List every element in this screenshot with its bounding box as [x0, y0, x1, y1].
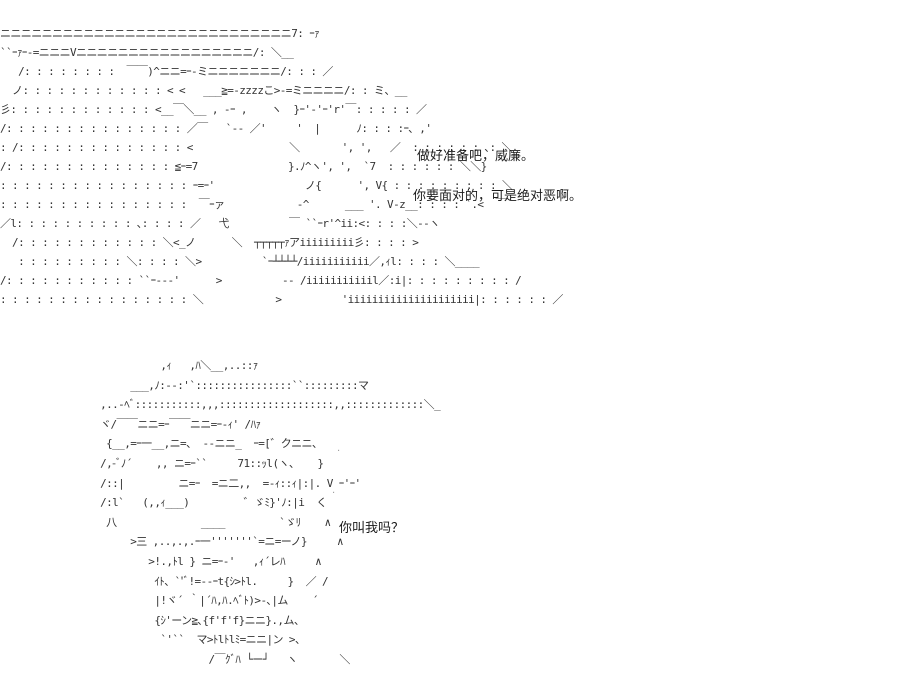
ascii-art-top-line: : /: : : : : : : : : : : : : : < ＼ ', ',… [0, 141, 512, 154]
ascii-art-top-line: 彡: : : : : : : : : : : : <__￣＼__ , -ｰ , … [0, 103, 427, 116]
dot-mark-2: . [332, 485, 336, 496]
ascii-art-bottom-line: /,-ﾞﾉ´ ,, ニ=ｰ`` 71::ｯl(ヽ、 } [70, 456, 324, 470]
dialogue-line-3: 你叫我吗？ [339, 521, 405, 536]
dialogue-line-2: 你要面对的，可是绝对恶啊。 [413, 189, 583, 204]
ascii-art-top-line: ／l: : : : : : : : : : ､: : : : ／ 弋 ￣ ``ｰ… [0, 217, 440, 230]
ascii-art-bottom-line: {ｼ'ーン≧､{f'f'f}ニニ}.,ム、 [70, 613, 305, 627]
ascii-art-bottom-line: ヾ/￣￣ニニ=ｰ￣￣ニニ=ｰ-ｨ' /ﾊｧ [70, 417, 261, 431]
ascii-art-bottom: ,ｨ ,ﾊ＼__,..::ｧ ___,ﾉ:--:'`::::::::::::::… [70, 356, 441, 670]
ascii-art-bottom-line: ,ｨ ,ﾊ＼__,..::ｧ [70, 359, 258, 372]
ascii-art-bottom-line: ,..-ﾍﾞ:::::::::::,,,:::::::::::::::::::,… [70, 398, 441, 412]
ascii-art-top-line: /: : : : : : : : : : : ``ｰ‐‐‐' > ‐‐ /iii… [0, 274, 522, 287]
ascii-art-bottom-line: >!.,ﾄl } ニ=ｰ-' ,ｨ´レﾊ ∧ [70, 554, 322, 568]
ascii-art-bottom-line: {__,=ｰ一__,ニ=、 ‐‐ニニ_ ｰ=[゛クニニ、 [70, 437, 323, 451]
ascii-art-bottom-line: `'`` マ>ﾄlﾄlﾐ=ニニ|ン >、 [70, 633, 306, 647]
ascii-art-bottom-line: /::| ニ=ｰ =ニ二,, =-ｨ::ｨ|:|. V ｰ'ｰ' [70, 476, 361, 490]
ascii-art-top: ニニニニニニニニニニニニニニニニニニニニニニニニニニニニ7: ｰｧ ``ｰｧｰ-=… [0, 24, 563, 309]
dot-mark-1: . [337, 443, 341, 454]
ascii-art-bottom-line: ___,ﾉ:--:'`::::::::::::::::``:::::::::マ [70, 378, 369, 392]
ascii-art-bottom-line: >三 ,..,.,.ｰ一'''''''`=ニ=ーノ} ∧ [70, 535, 344, 549]
ascii-art-top-line: /: : : : : : : : : : : : ＼<_ノ ＼ ┬┬┬┬┬ｧアi… [0, 236, 419, 249]
ascii-art-bottom-line: |!ヾ´ ｀|´ﾊ,ﾊ.ﾍﾞﾄ)>-､|ム ´ [70, 594, 318, 608]
ascii-art-top-line: ``ｰｧｰ-=ニニニVニニニニニニニニニニニニニニニニニ/: ＼__ [0, 46, 294, 59]
ascii-art-bottom-line: /:l` (,,ｨ___) ゛ゞﾐ}'ﾉ:|i く [70, 496, 327, 510]
ascii-art-top-line: /: : : : : : : : : : : : : : : ／￣ `-- ／'… [0, 122, 432, 135]
ascii-art-top-line: ノ: : : : : : : : : : : : < < ___≧=-zzzzこ… [0, 84, 407, 97]
ascii-art-top-line: : : : : : : : : : : : : : : : : ＼ > 'iii… [0, 293, 563, 306]
ascii-art-bottom-line: /￣ｸﾞﾊ └ー┘ ヽ ＼ [70, 652, 351, 666]
ascii-art-top-line: : : : : : : : : : : : : : : : : ￣ｰァ -^ _… [0, 198, 506, 211]
ascii-art-top-line: : : : : : : : : : ＼: : : : ＼> `ｰ┴┴┴┴/iii… [0, 255, 480, 268]
ascii-art-top-line: /: : : : : : : : ￣￣)^ニニ=ｰ‐ミニニニニニニニ/: : :… [0, 65, 333, 78]
ascii-art-top-line: : : : : : : : : : : : : : : : : ｰ=ｰ' ノ{ … [0, 179, 513, 192]
ascii-art-top-line: ニニニニニニニニニニニニニニニニニニニニニニニニニニニニ7: ｰｧ [0, 27, 320, 40]
ascii-art-top-line: /: : : : : : : : : : : : : : ≦ｰ=7 }.ﾉ^ヽ'… [0, 160, 487, 173]
dialogue-line-1: 做好准备吧，威廉。 [417, 149, 535, 164]
ascii-art-bottom-line: ｲﾄ、`'ﾞ!=--ｰt{ｼ>ﾄl. } ／ / [70, 574, 329, 588]
ascii-art-bottom-line: 八 ____ `ゞﾘ ∧ [70, 515, 331, 529]
